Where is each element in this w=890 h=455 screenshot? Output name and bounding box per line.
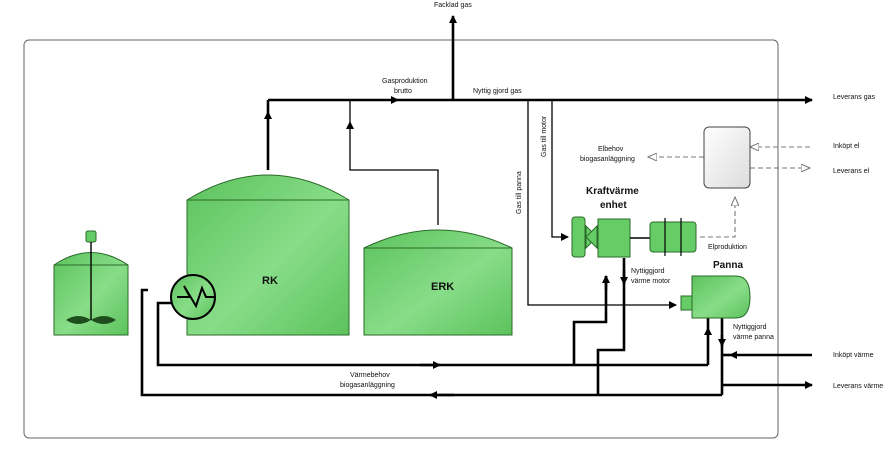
nyttiggjord-motor-label-1: Nyttiggjord [631, 268, 665, 275]
labels: Facklad gas Gasproduktion brutto Nyttig … [340, 2, 883, 390]
system-boundary [23, 39, 779, 439]
gas-lines [264, 15, 813, 309]
panna-label: Panna [713, 260, 743, 271]
mixer-tank-icon [53, 230, 129, 336]
elbehov-label-2: biogasanläggning [580, 156, 635, 163]
gas-till-motor-label: Gas till motor [541, 115, 548, 157]
leverans-gas-label: Leverans gas [833, 94, 876, 101]
erk-label: ERK [431, 281, 454, 293]
electricity-lines [648, 147, 810, 238]
nyttiggjord-panna-label-2: värme panna [733, 334, 774, 341]
varmebehov-label-1: Värmebehov [350, 372, 390, 379]
gasproduktion-label-1: Gasproduktion [382, 78, 428, 85]
nyttiggjord-panna-label-1: Nyttiggjord [733, 324, 767, 331]
elproduktion-label: Elproduktion [708, 244, 747, 251]
kraftvarme-label-2: enhet [600, 200, 627, 211]
chp-unit [571, 216, 697, 258]
elbehov-label-1: Elbehov [598, 146, 624, 153]
erk-tank: ERK [363, 229, 513, 336]
heat-lines [140, 258, 813, 399]
nyttig-gjord-gas-label: Nyttig gjord gas [473, 88, 522, 95]
gasproduktion-label-2: brutto [394, 88, 412, 95]
electricity-meter-box [703, 126, 751, 189]
facklad-gas-label: Facklad gas [434, 2, 472, 9]
leverans-el-label: Leverans el [833, 168, 870, 175]
heat-exchanger-icon [170, 274, 216, 320]
varmebehov-label-2: biogasanläggning [340, 382, 395, 389]
rk-label: RK [262, 275, 278, 287]
gas-till-panna-label: Gas till panna [516, 171, 523, 214]
kraftvarme-label-1: Kraftvärme [586, 186, 639, 197]
rk-tank: RK [186, 174, 350, 336]
inkopt-el-label: Inköpt el [833, 143, 860, 150]
leverans-varme-label: Leverans värme [833, 383, 883, 390]
nyttiggjord-motor-label-2: värme motor [631, 278, 671, 285]
inkopt-varme-label: Inköpt värme [833, 352, 874, 359]
boiler-panna [680, 275, 751, 319]
